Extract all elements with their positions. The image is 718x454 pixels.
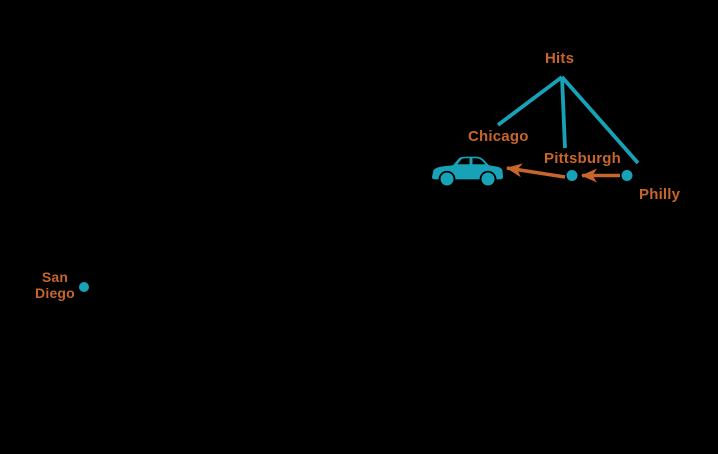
hits-line-to-philly [560, 75, 640, 165]
philly-label: Philly [639, 186, 681, 203]
arrow-pittsburgh-to-chicago [506, 163, 566, 179]
philly-dot [621, 170, 633, 181]
car-icon [432, 156, 503, 186]
san-diego-dot [79, 282, 89, 292]
hits-label: Hits [545, 50, 575, 67]
pittsburgh-label: Pittsburgh [544, 150, 621, 167]
pittsburgh-dot [566, 170, 578, 181]
hits-line-to-chicago [496, 75, 564, 127]
san-diego-label: San Diego [35, 269, 75, 301]
hits-line-to-pittsburgh [560, 76, 567, 149]
chicago-label: Chicago [468, 128, 529, 145]
